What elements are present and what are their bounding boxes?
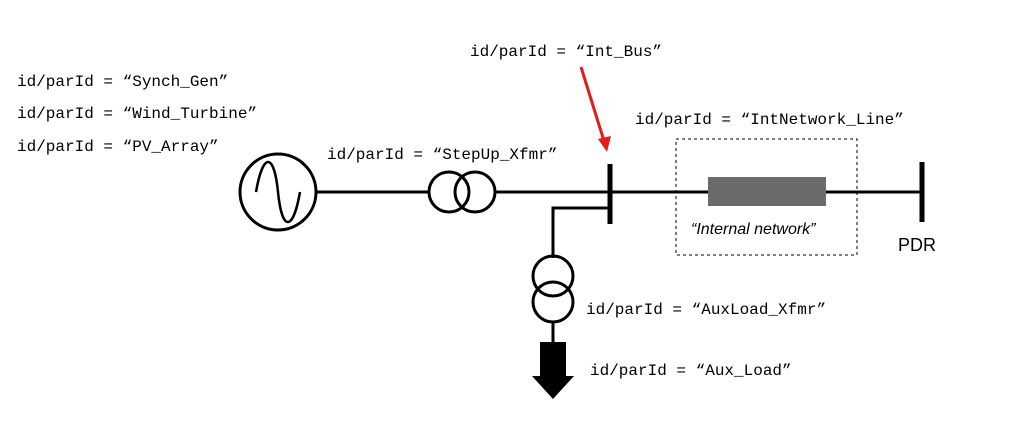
label-internal-network: “Internal network” — [691, 221, 816, 238]
label-pv-array: id/parId = “PV_Array” — [17, 138, 219, 156]
sine-wave-icon — [254, 160, 302, 224]
label-aux-load: id/parId = “Aux_Load” — [590, 362, 792, 380]
arrow-head — [598, 136, 611, 152]
load-arrow-icon — [532, 342, 574, 399]
auxload-transformer-winding-2 — [531, 280, 575, 324]
stepup-transformer-winding-2 — [453, 170, 497, 214]
stepup-transformer-winding-1 — [427, 170, 471, 214]
label-int-bus: id/parId = “Int_Bus” — [470, 43, 662, 61]
label-wind-turbine: id/parId = “Wind_Turbine” — [17, 105, 257, 123]
stepup-transformer-symbol — [427, 170, 497, 214]
label-auxload-xfmr: id/parId = “AuxLoad_Xfmr” — [586, 301, 826, 319]
label-pdr: PDR — [898, 235, 936, 255]
internal-network-block — [708, 177, 826, 206]
label-stepup-xfmr: id/parId = “StepUp_Xfmr” — [327, 146, 557, 164]
generator-symbol — [238, 152, 318, 232]
auxload-transformer-winding-1 — [531, 254, 575, 298]
arrow-shaft — [579, 66, 606, 142]
label-intnetwork-line: id/parId = “IntNetwork_Line” — [635, 111, 904, 129]
auxload-transformer-symbol — [531, 254, 575, 324]
line-bus-to-aux-branch — [551, 206, 610, 258]
label-synch-gen: id/parId = “Synch_Gen” — [17, 73, 228, 91]
internal-network-dashed-box — [675, 138, 858, 256]
int-bus-pointer-arrow — [579, 66, 611, 152]
